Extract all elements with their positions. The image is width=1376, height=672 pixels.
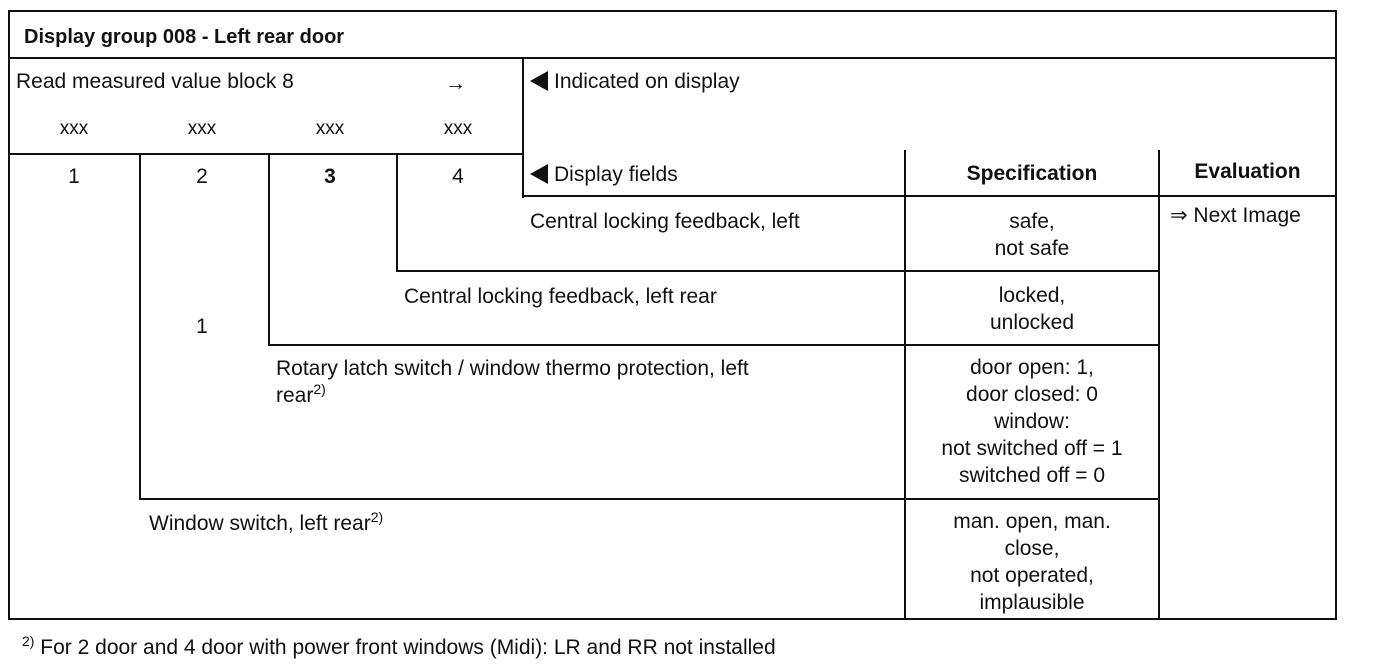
spec-row2-line2: unlocked — [989, 311, 1075, 334]
row-label-central-locking-left: Central locking feedback, left — [530, 210, 800, 233]
specification-header: Specification — [966, 162, 1098, 185]
row3-bottom — [139, 498, 1160, 500]
field3-bracket — [268, 153, 270, 346]
field1-value: 1 — [196, 315, 208, 338]
spec-row2-line1: locked, — [998, 284, 1066, 307]
spec-row3-line1: door open: 1, — [970, 356, 1094, 379]
left-pointer-icon — [530, 164, 548, 184]
spec-row3-line5: switched off = 0 — [958, 464, 1106, 487]
display-fields-header: Display fields — [530, 161, 678, 188]
indicated-on-display: Indicated on display — [530, 68, 740, 95]
placeholder-1: xxx — [59, 118, 89, 139]
display-fields-label: Display fields — [554, 163, 678, 186]
window-switch-label: Window switch, left rear — [149, 512, 371, 535]
spec-row4-line4: implausible — [979, 591, 1085, 614]
field-number-4: 4 — [452, 165, 464, 188]
table-border-left — [8, 10, 10, 620]
footnote-ref: 2) — [313, 381, 326, 397]
spec-row4-line1: man. open, man. — [953, 510, 1111, 533]
table-border-bottom — [8, 618, 1337, 620]
read-block-right-border — [522, 57, 524, 198]
footnote: 2) For 2 door and 4 door with power fron… — [22, 634, 776, 661]
footnote-marker: 2) — [22, 633, 35, 649]
placeholder-3: xxx — [315, 118, 345, 139]
eval-column-left — [1158, 150, 1160, 618]
display-group-table: Display group 008 - Left rear door Read … — [8, 10, 1337, 620]
spec-row1-line1: safe, — [1009, 210, 1055, 233]
read-block-bottom-border — [8, 153, 524, 155]
row-label-rotary-latch-cont: rear2) — [276, 382, 326, 409]
row-label-window-switch: Window switch, left rear2) — [149, 510, 383, 537]
evaluation-next-image: ⇒ Next Image — [1170, 204, 1301, 227]
field-number-2: 2 — [196, 165, 208, 188]
left-pointer-icon — [530, 71, 548, 91]
field2-bracket — [139, 153, 141, 500]
footnote-text: For 2 door and 4 door with power front w… — [40, 636, 776, 659]
placeholder-2: xxx — [187, 118, 217, 139]
spec-row3-line4: not switched off = 1 — [941, 437, 1123, 460]
row2-bottom — [268, 344, 1160, 346]
fields-header-bottom — [522, 195, 1337, 197]
read-block-label: Read measured value block 8 — [16, 70, 294, 93]
footnote-ref: 2) — [370, 509, 384, 525]
spec-row4-line3: not operated, — [970, 564, 1094, 587]
right-arrow-icon: → — [445, 72, 466, 95]
spec-column-left — [904, 150, 906, 618]
field-number-1: 1 — [68, 165, 80, 188]
spec-row4-line2: close, — [1004, 537, 1060, 560]
placeholder-4: xxx — [443, 118, 473, 139]
rotary-latch-rear: rear — [276, 384, 314, 407]
row1-bottom — [396, 270, 1160, 272]
row-label-central-locking-left-rear: Central locking feedback, left rear — [404, 285, 717, 308]
row-label-rotary-latch: Rotary latch switch / window thermo prot… — [276, 357, 749, 380]
spec-row1-line2: not safe — [994, 237, 1070, 260]
spec-row3-line2: door closed: 0 — [966, 383, 1098, 406]
indicated-label: Indicated on display — [554, 70, 740, 93]
table-border-right — [1335, 10, 1337, 620]
table-border-top — [8, 10, 1337, 12]
spec-row3-line3: window: — [994, 410, 1070, 433]
title-separator — [8, 57, 1337, 59]
page-title: Display group 008 - Left rear door — [24, 26, 345, 48]
field4-bracket — [396, 153, 398, 272]
evaluation-header: Evaluation — [1194, 160, 1301, 183]
field-number-3: 3 — [324, 165, 336, 188]
